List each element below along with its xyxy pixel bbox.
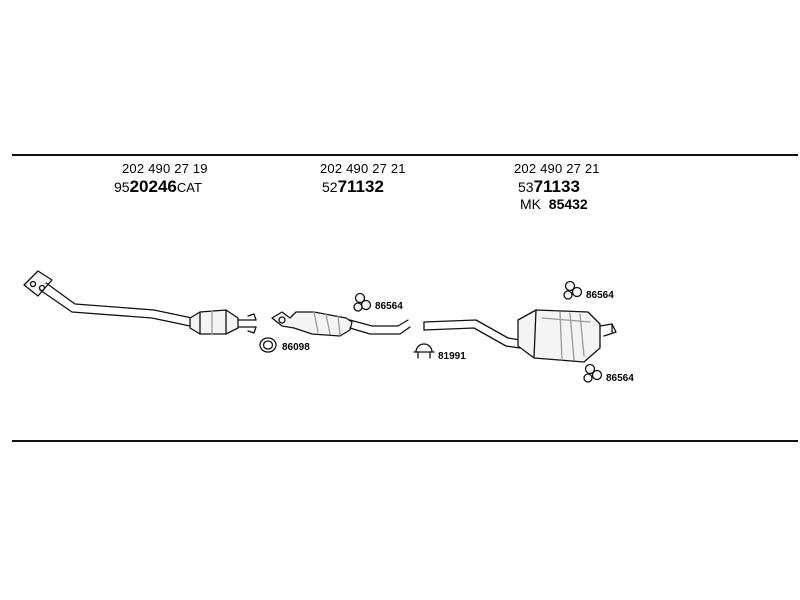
part-suffix-1: CAT bbox=[176, 180, 202, 195]
oem-number-3: 202 490 27 21 bbox=[514, 161, 600, 176]
part-prefix-1: 95 bbox=[114, 179, 130, 195]
part-number-2: 5271132 bbox=[322, 178, 384, 196]
part-prefix-2: 52 bbox=[322, 179, 338, 195]
catalytic-converter-middle bbox=[271, 311, 353, 337]
part-main-2: 71132 bbox=[337, 177, 384, 196]
part-prefix-3: 53 bbox=[518, 179, 534, 195]
rear-silencer bbox=[517, 309, 617, 363]
part-main-3: 71133 bbox=[533, 177, 580, 196]
rubber-mount-3 bbox=[583, 363, 603, 383]
bottom-divider bbox=[12, 440, 798, 442]
front-flange bbox=[23, 270, 53, 297]
mk-kit: MK 85432 bbox=[520, 196, 588, 212]
part-number-1: 9520246CAT bbox=[114, 178, 202, 196]
rubber-mount-1 bbox=[353, 292, 372, 312]
catalytic-converter-front bbox=[189, 309, 257, 335]
oem-number-1: 202 490 27 19 bbox=[122, 161, 208, 176]
oem-number-2: 202 490 27 21 bbox=[320, 161, 406, 176]
rubber-mount-2 bbox=[563, 280, 583, 300]
rear-pipe bbox=[423, 319, 521, 349]
mk-value: 85432 bbox=[548, 196, 588, 212]
mk-label: MK bbox=[520, 196, 541, 212]
part-number-3: 5371133 bbox=[518, 178, 580, 196]
gasket-ring bbox=[259, 337, 277, 353]
callout-gasket: 86098 bbox=[282, 342, 310, 353]
middle-pipe bbox=[349, 319, 411, 335]
pipe-clamp bbox=[413, 343, 435, 359]
callout-mount-2: 86564 bbox=[586, 290, 614, 301]
part-main-1: 20246 bbox=[129, 177, 177, 196]
callout-mount-1: 86564 bbox=[375, 301, 403, 312]
front-pipe bbox=[39, 282, 193, 327]
callout-clamp: 81991 bbox=[438, 351, 466, 362]
callout-mount-3: 86564 bbox=[606, 373, 634, 384]
top-divider bbox=[12, 154, 798, 156]
